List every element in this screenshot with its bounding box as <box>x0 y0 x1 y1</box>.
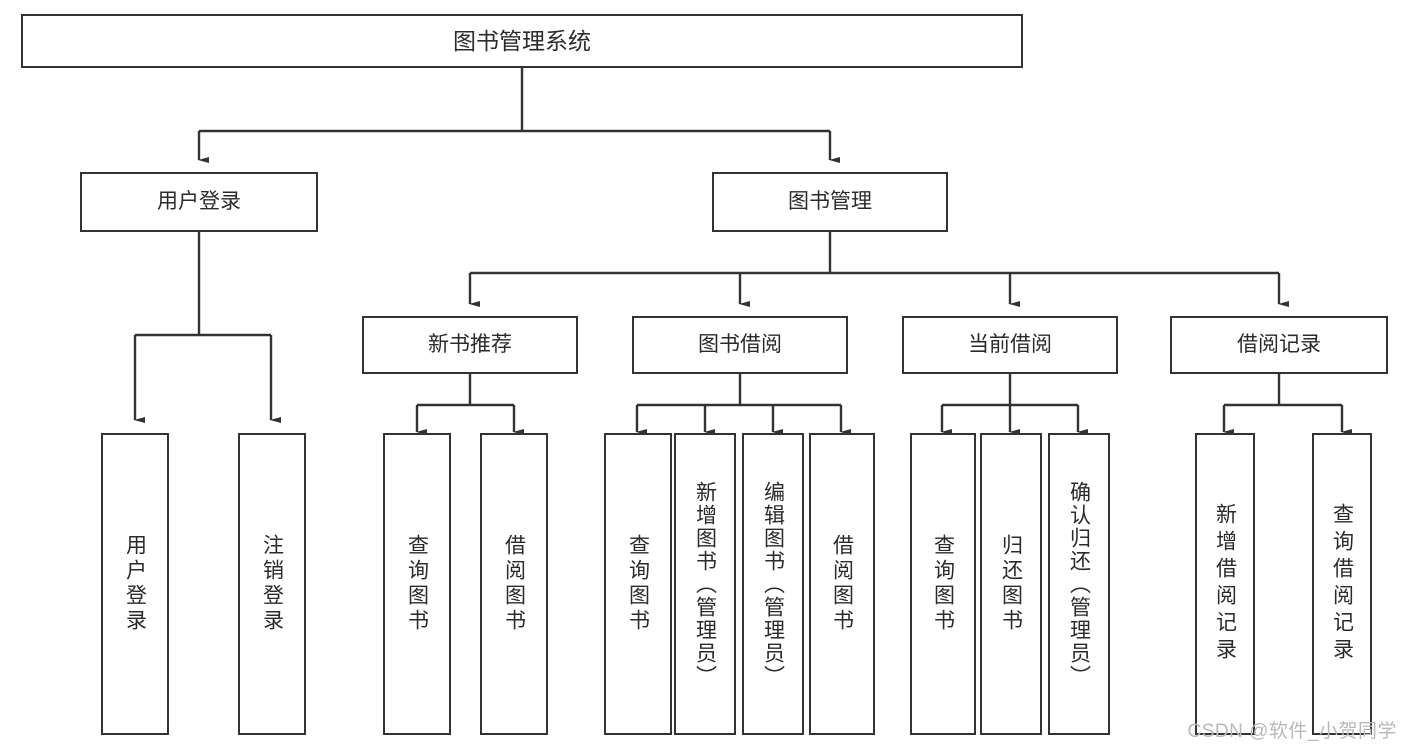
node-label: 借阅图书 <box>830 534 854 634</box>
node-label: 图书管理系统 <box>453 27 591 54</box>
node-leaf-return-book[interactable]: 归还图书 <box>980 433 1042 735</box>
node-label: 用户登录 <box>157 189 241 213</box>
node-label: 当前借阅 <box>968 332 1052 356</box>
node-leaf-add-record[interactable]: 新增借阅记录 <box>1195 433 1255 735</box>
node-borrow-record[interactable]: 借阅记录 <box>1170 316 1388 374</box>
node-leaf-query-book-2[interactable]: 查询图书 <box>604 433 672 735</box>
node-label: 用户登录 <box>123 534 147 634</box>
node-leaf-query-record[interactable]: 查询借阅记录 <box>1312 433 1372 735</box>
node-new-book-rec[interactable]: 新书推荐 <box>362 316 578 374</box>
node-label: 注销登录 <box>260 534 284 634</box>
node-leaf-login[interactable]: 用户登录 <box>101 433 169 735</box>
node-label: 查询图书 <box>405 534 429 634</box>
node-label: 编辑图书（管理员） <box>761 480 785 688</box>
node-label: 图书借阅 <box>698 332 782 356</box>
node-label: 借阅图书 <box>502 534 526 634</box>
node-leaf-add-book[interactable]: 新增图书（管理员） <box>674 433 736 735</box>
node-book-manage[interactable]: 图书管理 <box>712 172 948 232</box>
node-label: 查询图书 <box>931 534 955 634</box>
node-label: 确认归还（管理员） <box>1067 480 1091 688</box>
node-leaf-edit-book[interactable]: 编辑图书（管理员） <box>742 433 804 735</box>
node-leaf-query-book-3[interactable]: 查询图书 <box>910 433 976 735</box>
node-user-login[interactable]: 用户登录 <box>80 172 318 232</box>
watermark: CSDN @软件_小贺同学 <box>1187 721 1397 742</box>
node-label: 新书推荐 <box>428 332 512 356</box>
node-leaf-borrow-book-2[interactable]: 借阅图书 <box>809 433 875 735</box>
node-label: 查询图书 <box>626 534 650 634</box>
node-leaf-query-book-1[interactable]: 查询图书 <box>383 433 451 735</box>
node-leaf-confirm-return[interactable]: 确认归还（管理员） <box>1048 433 1110 735</box>
node-label: 新增图书（管理员） <box>693 480 717 688</box>
node-book-borrow[interactable]: 图书借阅 <box>632 316 848 374</box>
node-root[interactable]: 图书管理系统 <box>21 14 1023 68</box>
node-label: 图书管理 <box>788 189 872 213</box>
node-label: 归还图书 <box>999 534 1023 634</box>
node-label: 借阅记录 <box>1237 332 1321 356</box>
node-leaf-logout[interactable]: 注销登录 <box>238 433 306 735</box>
node-leaf-borrow-book-1[interactable]: 借阅图书 <box>480 433 548 735</box>
node-current-borrow[interactable]: 当前借阅 <box>902 316 1118 374</box>
node-label: 新增借阅记录 <box>1213 503 1237 665</box>
node-label: 查询借阅记录 <box>1330 503 1354 665</box>
